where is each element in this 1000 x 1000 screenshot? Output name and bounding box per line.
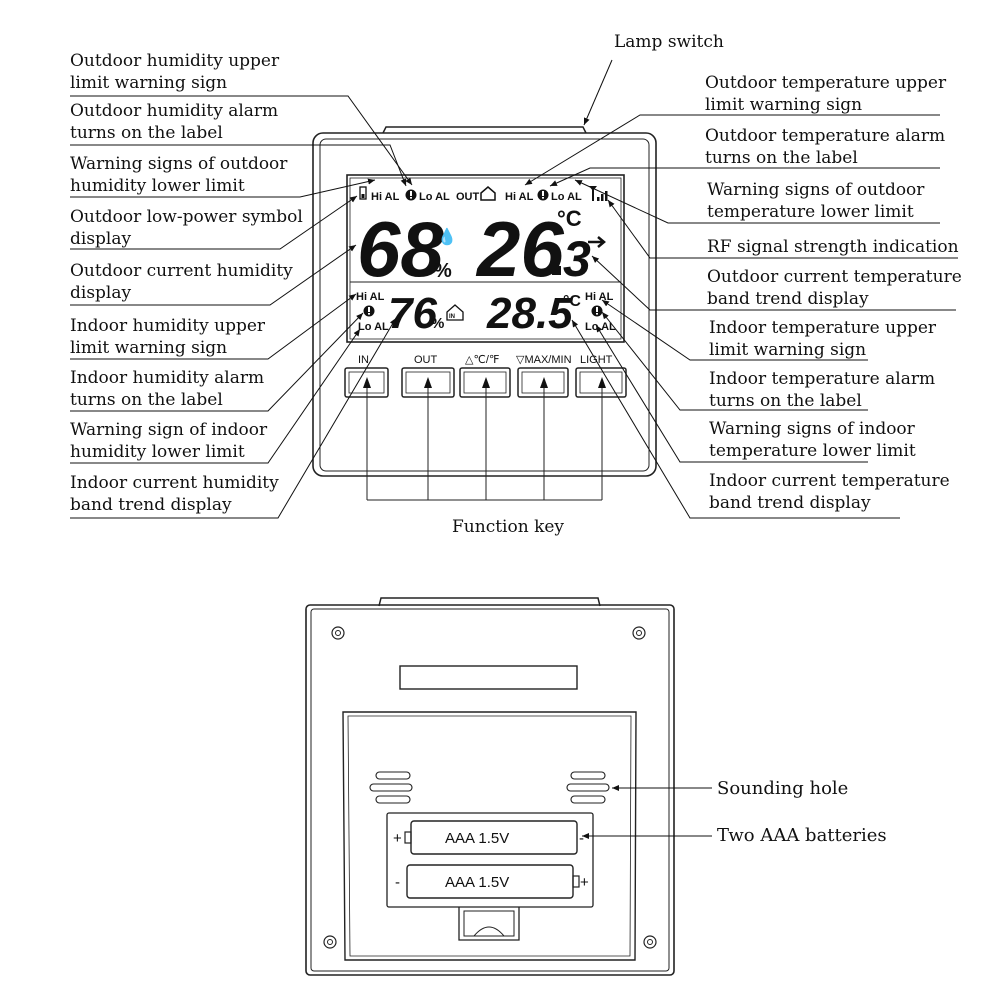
indoor-pct: % [431,315,444,332]
label-rf-signal: RF signal strength indication [707,237,959,257]
battery-1-plus: + [393,830,402,847]
drop-icon: 💧 [437,227,457,246]
out-temp-hi-al: Hi AL [505,191,534,203]
hanging-slot [399,665,578,690]
label-two-batteries: Two AAA batteries [717,825,887,846]
in-hum-lo-al: Lo AL [358,321,389,333]
house-icon [480,186,496,201]
left-leaders [70,95,413,519]
out-hum-lo-al: Lo AL [419,191,450,203]
back-device [305,597,675,976]
in-badge: IN [449,314,455,320]
battery-2-plus: + [580,874,589,891]
battery-2-minus: - [395,874,400,891]
sounding-holes-right [566,771,610,804]
out-temp-lo-al: Lo AL [551,191,582,203]
key-label-maxmin: ▽MAX/MIN [516,354,572,366]
outdoor-temp-dec: 3 [563,231,591,287]
battery-latch [458,907,520,941]
label-function-key: Function key [452,517,565,537]
in-house-icon [446,304,464,321]
battery-1-label: AAA 1.5V [445,830,509,847]
outdoor-pct: % [434,260,452,282]
indoor-unit: °C [563,293,581,310]
lamp-switch-leader [583,59,613,126]
outdoor-temp-int: 26 [475,205,564,293]
outdoor-trend-arrow [588,236,606,248]
in-temp-lo-al: Lo AL [585,321,616,333]
indoor-temp-value: 28.5 [486,289,573,338]
indoor-humidity-value: 76 [388,289,437,338]
in-hum-hi-al: Hi AL [356,291,385,303]
screw-tl [331,626,345,640]
outdoor-unit: °C [557,206,582,231]
front-device [312,126,657,477]
out-hum-hi-al: Hi AL [371,191,400,203]
back-stand [342,711,637,961]
out-label: OUT [456,191,480,203]
battery-1-minus: - [579,830,584,847]
outdoor-humidity-value: 68 [357,205,444,293]
sounding-holes-left [369,771,413,804]
battery-2-label: AAA 1.5V [445,874,509,891]
in-temp-hi-al: Hi AL [585,291,614,303]
key-label-in: IN [358,354,369,366]
label-sounding-hole: Sounding hole [717,778,849,799]
lcd-display: Hi AL Lo AL OUT Hi AL Lo AL 68 💧 % 26 3 … [356,186,616,338]
key-label-up: △℃/℉ [465,354,499,366]
screw-bl [323,935,337,949]
battery-compartment [386,812,594,908]
screw-tr [632,626,646,640]
function-key-leaders [363,377,606,501]
key-label-out: OUT [414,354,438,366]
label-lamp-switch: Lamp switch [614,32,724,52]
battery-low-icon [359,186,367,200]
screw-br [643,935,657,949]
right-leaders [524,114,958,519]
